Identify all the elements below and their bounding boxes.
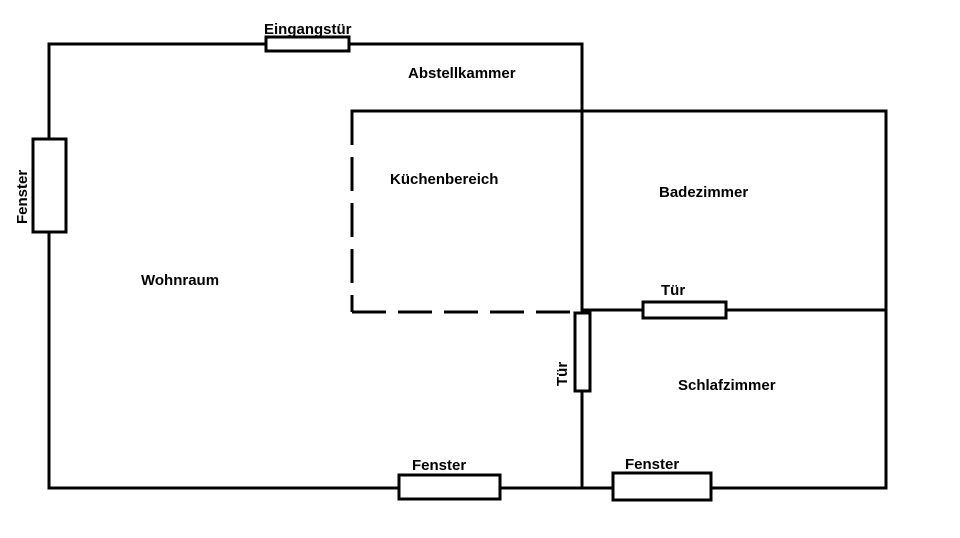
label-tuer-badezimmer: Tür <box>661 282 685 299</box>
window-left <box>31 137 68 234</box>
label-tuer-schlafzimmer: Tür <box>554 362 571 386</box>
door-schlafzimmer <box>573 311 592 393</box>
wall-right-block <box>580 109 888 490</box>
label-badezimmer: Badezimmer <box>659 184 748 201</box>
label-schlafzimmer: Schlafzimmer <box>678 377 776 394</box>
label-fenster-unten-wohnraum: Fenster <box>412 457 466 474</box>
label-fenster-unten-schlafzimmer: Fenster <box>625 456 679 473</box>
window-bottom-wohnraum <box>397 473 502 501</box>
window-bottom-schlafzimmer <box>611 471 713 502</box>
door-badezimmer <box>641 300 728 320</box>
label-abstellkammer: Abstellkammer <box>408 65 516 82</box>
label-eingangstuer: Eingangstür <box>264 21 352 38</box>
entrance-door <box>264 35 351 53</box>
label-fenster-links: Fenster <box>14 170 31 224</box>
label-wohnraum: Wohnraum <box>141 272 219 289</box>
label-kuechenbereich: Küchenbereich <box>390 171 498 188</box>
